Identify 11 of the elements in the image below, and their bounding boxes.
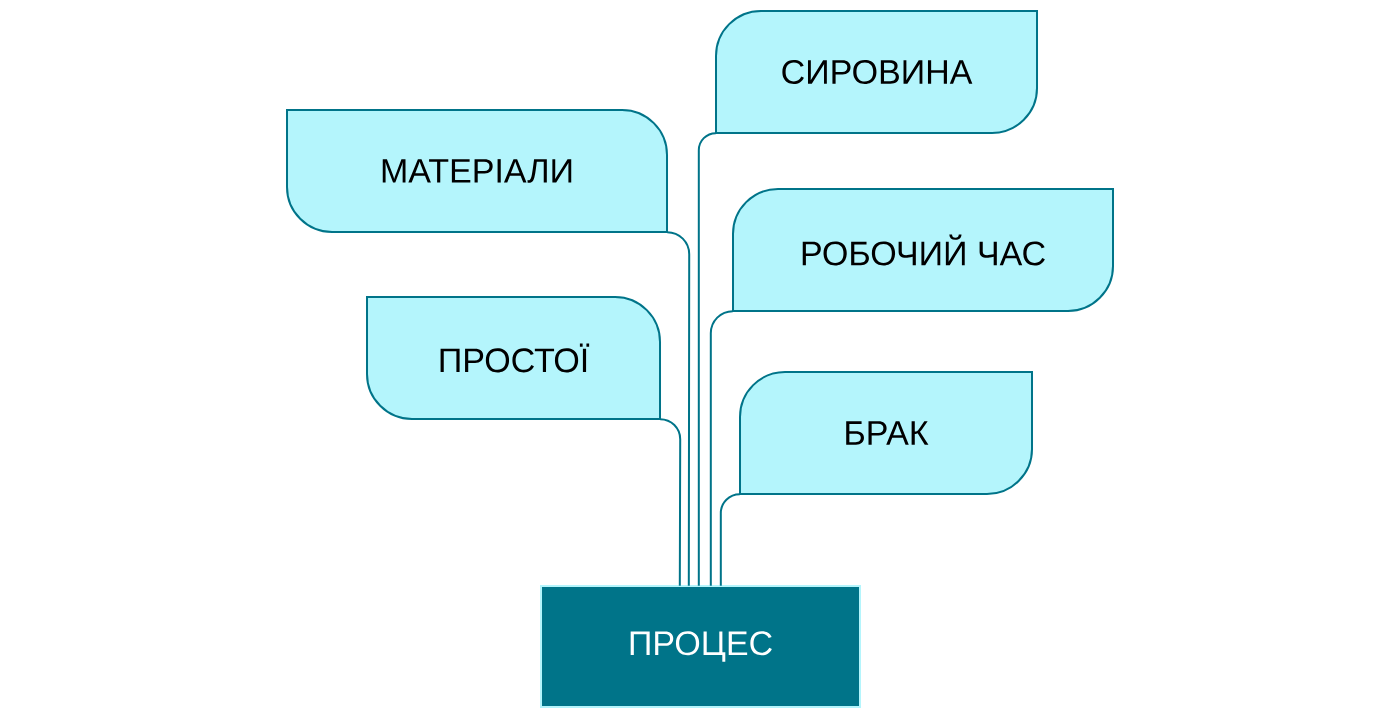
- connector-line: [666, 231, 691, 587]
- leaf-box: СИРОВИНА: [715, 10, 1038, 134]
- leaf-box: БРАК: [739, 371, 1033, 495]
- connector-line: [697, 132, 717, 587]
- connector-line: [659, 418, 682, 587]
- connector-line: [709, 310, 734, 587]
- process-box: ПРОЦЕС: [540, 585, 861, 708]
- leaf-box: РОБОЧИЙ ЧАС: [732, 188, 1114, 312]
- leaf-box: МАТЕРІАЛИ: [286, 109, 668, 233]
- leaf-box: ПРОСТОЇ: [366, 296, 661, 420]
- connector-line: [719, 493, 741, 587]
